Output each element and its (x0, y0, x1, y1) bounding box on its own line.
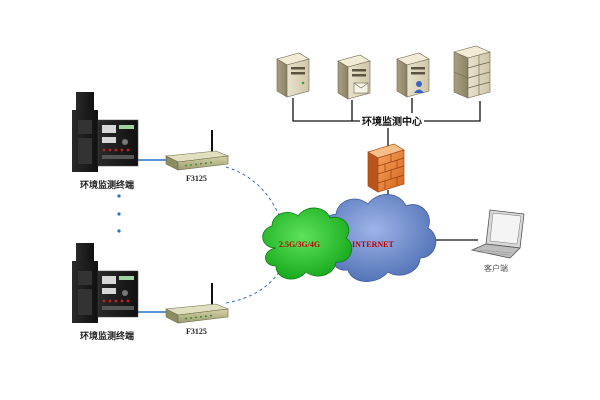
router-label: F3125 (186, 174, 207, 183)
monitoring-instrument-icon (72, 92, 139, 172)
client-label: 客户端 (484, 264, 508, 273)
terminal-label: 环境监测终端 (80, 331, 135, 341)
ellipsis-dots (117, 194, 121, 233)
server-icon (396, 52, 430, 98)
laptop-icon (470, 209, 525, 259)
internet-cloud (323, 194, 437, 282)
router-icon (164, 130, 230, 171)
server-icon (337, 54, 371, 100)
terminal-label: 环境监测终端 (80, 180, 135, 190)
server-icon (276, 52, 310, 98)
router-icon (164, 283, 230, 324)
mobile-network-label: 2.5G/3G/4G (279, 240, 321, 249)
monitoring-instrument-icon (72, 243, 139, 323)
monitoring-center-label: 环境监测中心 (360, 113, 424, 128)
firewall-icon (367, 143, 405, 193)
internet-label: INTERNET (352, 240, 394, 249)
wireless-link-dashed (225, 166, 285, 304)
mobile-network-cloud (262, 207, 353, 280)
server-rack-icon (453, 45, 491, 99)
router-label: F3125 (186, 327, 207, 336)
terminal-router-link (138, 159, 170, 313)
